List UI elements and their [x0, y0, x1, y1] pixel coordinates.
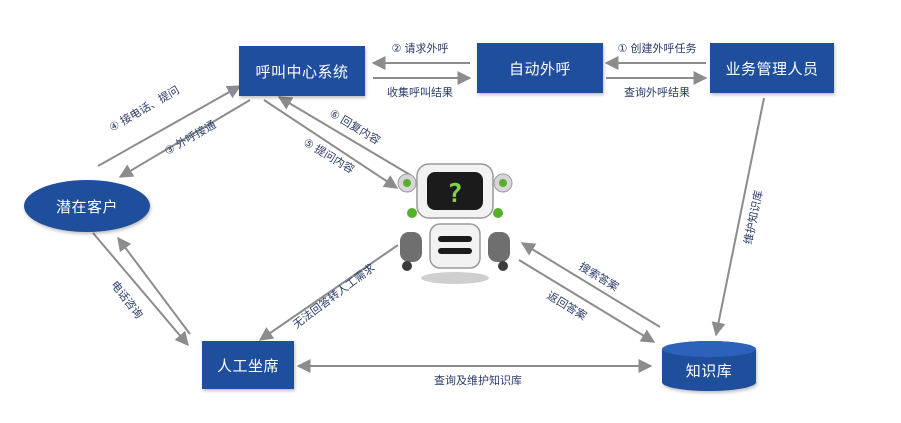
call-center-system: 呼叫中心系统: [239, 46, 365, 96]
label-incoming-call: ④ 接电话、提问: [107, 84, 182, 135]
call-center-label: 呼叫中心系统: [255, 63, 349, 81]
svg-text:?: ?: [447, 179, 463, 209]
label-collect-results: 收集呼叫结果: [387, 85, 453, 99]
arrow-transfer-human: [258, 244, 399, 341]
potential-customer-node: 潜在客户: [24, 180, 150, 232]
label-search-answer: 搜索答案: [577, 259, 622, 294]
label-query-maintain-kb: 查询及维护知识库: [434, 373, 522, 387]
label-phone-answer: 电话咨询: [108, 278, 146, 321]
arrow-outbound-call: [118, 99, 251, 178]
arrow-maintain-kb: [711, 97, 765, 337]
arrow-phone-to-agent: [92, 232, 189, 347]
arrow-agent-to-customer: [117, 236, 191, 335]
potential-customer-label: 潜在客户: [55, 198, 118, 216]
label-request-outbound: ② 请求外呼: [392, 42, 449, 55]
label-no-answer-transfer: 无法回答转人工需求: [290, 260, 377, 331]
arrow-return-answer: [518, 259, 656, 343]
knowledge-base-node: 知识库: [662, 341, 756, 391]
human-agent-label: 人工坐席: [216, 357, 279, 375]
auto-call-label: 自动外呼: [508, 60, 571, 78]
robot-icon: ?: [397, 163, 513, 284]
label-return-answer: 返回答案: [545, 288, 590, 323]
arrow-question: [263, 99, 399, 189]
arrow-answer: [277, 96, 413, 177]
auto-call-node: 自动外呼: [477, 43, 603, 93]
human-agent-node: 人工坐席: [202, 341, 294, 389]
label-query-results: 查询外呼结果: [624, 85, 690, 99]
business-staff-label: 业务管理人员: [725, 60, 819, 78]
arrow-search-answer: [520, 242, 661, 328]
knowledge-base-label: 知识库: [685, 362, 733, 380]
arrow-incoming-call: [97, 85, 242, 167]
label-create-task: ① 创建外呼任务: [618, 41, 697, 55]
business-staff-node: 业务管理人员: [710, 43, 834, 93]
